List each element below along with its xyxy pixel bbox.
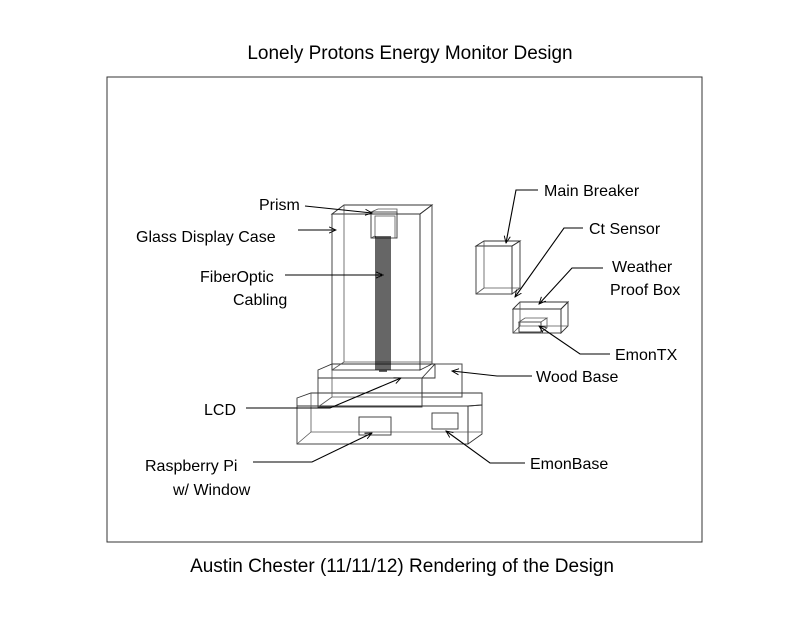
diagram-caption: Austin Chester (11/11/12) Rendering of t…	[190, 556, 614, 577]
raspberry-pi-window	[358, 416, 392, 436]
emontx-leader	[539, 326, 610, 355]
label-prism: Prism	[259, 197, 300, 214]
label-emontx: EmonTX	[615, 347, 678, 364]
glass-display-case-box	[330, 204, 434, 371]
label-wood-base: Wood Base	[536, 369, 619, 386]
weather-proof-box-leader	[539, 267, 603, 304]
emonbase-window	[431, 412, 459, 430]
label-fiber-optic-line1: FiberOptic	[200, 269, 274, 286]
diagram-title: Lonely Protons Energy Monitor Design	[247, 43, 572, 64]
label-emonbase: EmonBase	[530, 456, 608, 473]
prism-shape	[370, 208, 398, 239]
weather-proof-box	[511, 300, 570, 335]
main-breaker-leader	[506, 189, 538, 243]
emonbase-leader	[446, 431, 525, 464]
label-glass-display-case: Glass Display Case	[136, 229, 276, 246]
label-fiber-optic-line2: Cabling	[233, 292, 287, 309]
fiber-optic-bundle	[375, 236, 391, 372]
wood-base-leader	[452, 371, 532, 377]
lcd-leader	[246, 378, 401, 409]
wood-base-box	[317, 363, 463, 408]
label-raspberry-pi-line2: w/ Window	[172, 482, 251, 499]
ct-sensor-leader	[515, 227, 583, 297]
label-lcd: LCD	[204, 402, 236, 419]
raspberry-pi-leader	[253, 432, 372, 463]
prism-leader	[304, 205, 372, 213]
main-breaker-box	[474, 240, 522, 295]
label-weather-proof-box-line2: Proof Box	[610, 282, 680, 299]
label-weather-proof-box-line1: Weather	[612, 259, 673, 276]
drawing-frame	[106, 76, 703, 543]
emontx-box	[517, 317, 549, 333]
label-raspberry-pi-line1: Raspberry Pi	[145, 458, 237, 475]
label-ct-sensor: Ct Sensor	[589, 221, 661, 238]
label-main-breaker: Main Breaker	[544, 183, 640, 200]
